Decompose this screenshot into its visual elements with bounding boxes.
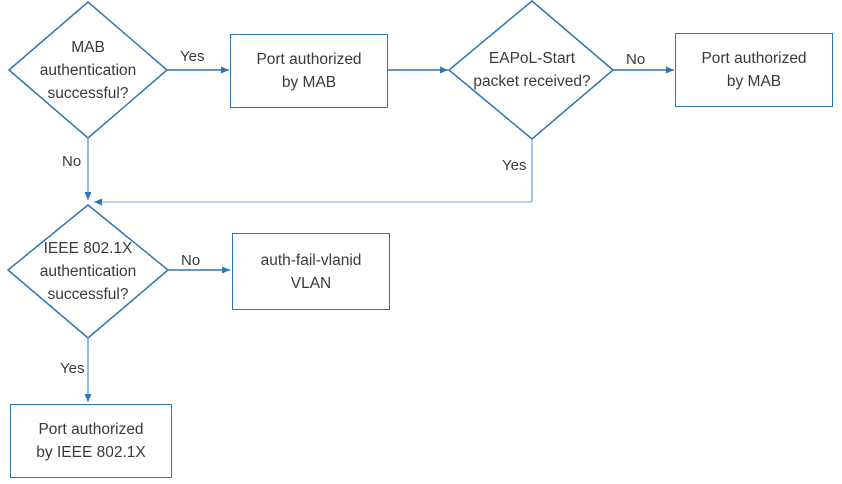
edge-label-eapol-no: No — [626, 51, 646, 68]
process-port-authorized-by-mab-2: Port authorized by MAB — [675, 33, 833, 107]
process-port-authorized-by-mab: Port authorized by MAB — [230, 34, 388, 108]
decision-ieee-8021x-authentication: IEEE 802.1X authentication successful? — [39, 239, 137, 303]
process-port-authorized-by-ieee-8021x: Port authorized by IEEE 802.1X — [10, 404, 172, 478]
decision-eapol-start-received: EAPoL-Start packet received? — [473, 50, 591, 90]
edge-label-dot1x-no: No — [181, 252, 201, 269]
edge-label-mab-no: No — [62, 153, 82, 170]
process-auth-fail-vlanid-vlan: auth-fail-vlanid VLAN — [232, 233, 390, 310]
edge-label-dot1x-yes: Yes — [60, 360, 85, 377]
edge-label-eapol-yes: Yes — [502, 157, 527, 174]
edge-label-mab-yes: Yes — [180, 48, 205, 65]
decision-mab-authentication: MAB authentication successful? — [39, 38, 137, 102]
